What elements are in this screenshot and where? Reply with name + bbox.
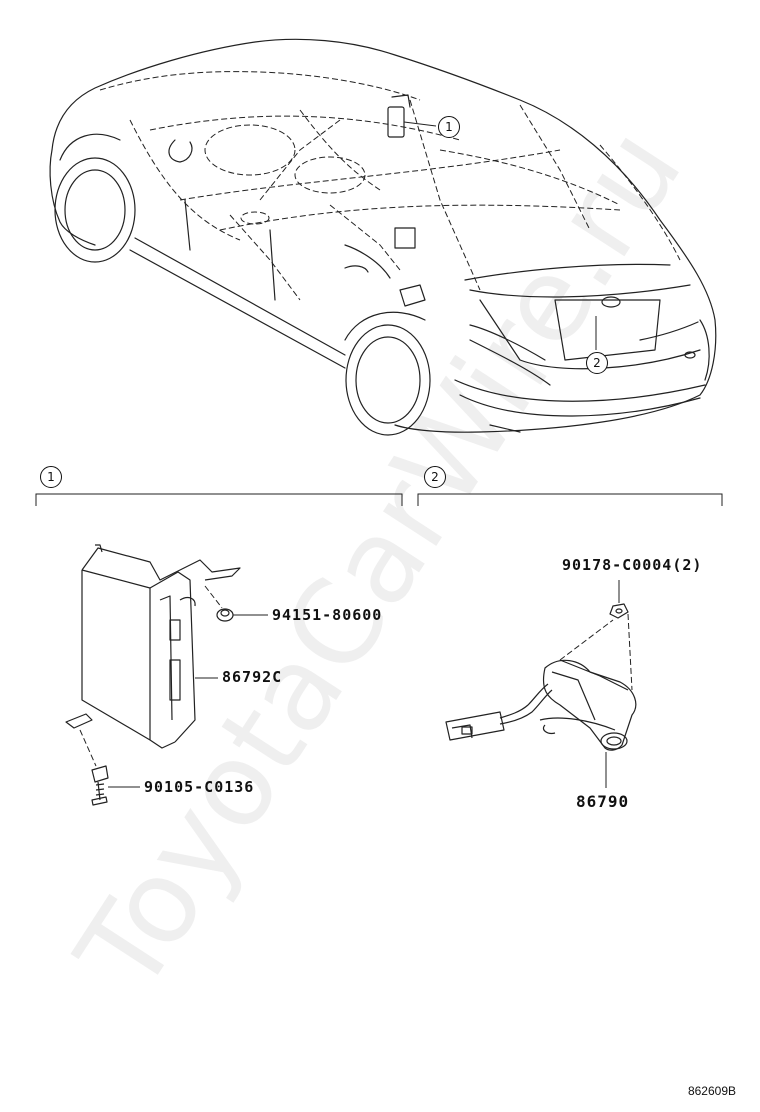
part-label-nut[interactable]: 90178-C0004(2) [562, 556, 703, 574]
part-label-ecu[interactable]: 86792C [222, 668, 283, 686]
part-label-bolt[interactable]: 90105-C0136 [144, 778, 255, 796]
part-label-camera[interactable]: 86790 [576, 792, 630, 811]
diagram-id: 862609B [687, 1084, 736, 1098]
callout-1-vehicle[interactable]: 1 [438, 116, 460, 138]
section-2-marker[interactable]: 2 [424, 466, 446, 488]
callout-2-vehicle[interactable]: 2 [586, 352, 608, 374]
part-label-clip[interactable]: 94151-80600 [272, 606, 383, 624]
section-1-marker[interactable]: 1 [40, 466, 62, 488]
